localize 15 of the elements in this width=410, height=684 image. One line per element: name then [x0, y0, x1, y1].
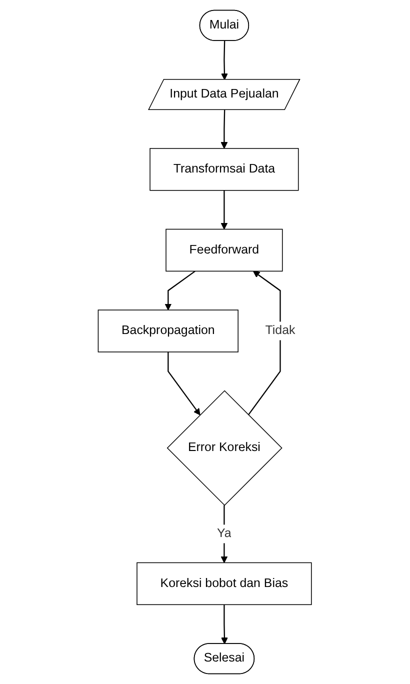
edge-label: Ya — [217, 526, 232, 540]
edge-label: Tidak — [265, 324, 296, 338]
arrow — [220, 190, 228, 230]
arrow — [221, 40, 228, 80]
arrow — [164, 270, 196, 310]
node-box: Koreksi bobot dan Bias — [136, 562, 312, 606]
node-box: Transformsai Data — [150, 148, 299, 191]
node-box: Backpropagation — [98, 310, 239, 352]
arrow — [248, 270, 281, 416]
node-diamond: Error Koreksi — [167, 390, 283, 506]
arrow — [220, 110, 228, 149]
arrow — [220, 505, 228, 564]
node-box: Feedforward — [166, 228, 283, 272]
arrow — [168, 352, 201, 416]
arrow — [221, 604, 228, 644]
